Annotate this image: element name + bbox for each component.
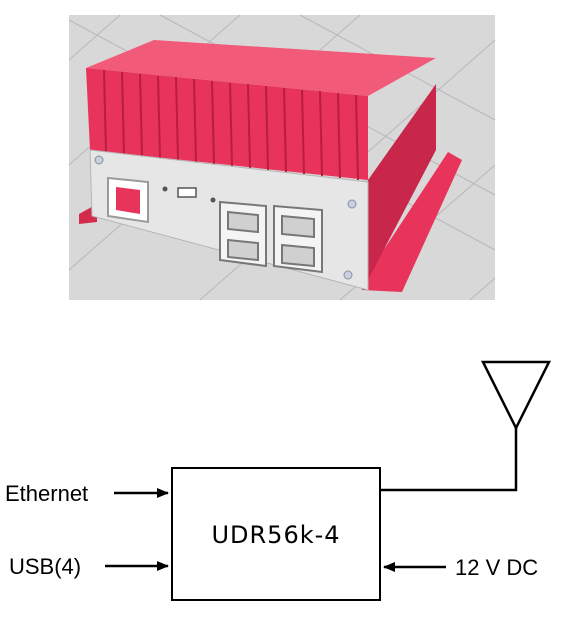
antenna-icon bbox=[480, 360, 552, 431]
base-flange-right bbox=[362, 152, 462, 292]
device-render bbox=[68, 14, 496, 301]
enclosure-side bbox=[368, 84, 436, 280]
usb-port-render bbox=[177, 187, 197, 198]
screw bbox=[347, 199, 357, 209]
heatsink-top bbox=[86, 40, 436, 96]
led-indicator bbox=[162, 186, 168, 192]
ethernet-label: Ethernet bbox=[5, 481, 88, 506]
device-box bbox=[171, 467, 381, 601]
ethernet-port-render bbox=[107, 176, 149, 224]
usb-label: USB(4) bbox=[9, 554, 81, 579]
usb-stack-right bbox=[273, 204, 323, 274]
block-diagram: UDR56k-4 Ethernet USB(4) 12 V DC bbox=[5, 360, 552, 601]
usb-stack-left bbox=[219, 200, 267, 268]
power-label: 12 V DC bbox=[455, 555, 538, 580]
screw bbox=[343, 270, 353, 280]
heatsink-front bbox=[86, 68, 368, 180]
screw bbox=[94, 155, 104, 165]
led-indicator bbox=[210, 197, 216, 203]
device-label: UDR56k-4 bbox=[211, 521, 340, 549]
antenna-feed-line bbox=[380, 428, 518, 492]
heatsink-fins bbox=[103, 69, 359, 181]
